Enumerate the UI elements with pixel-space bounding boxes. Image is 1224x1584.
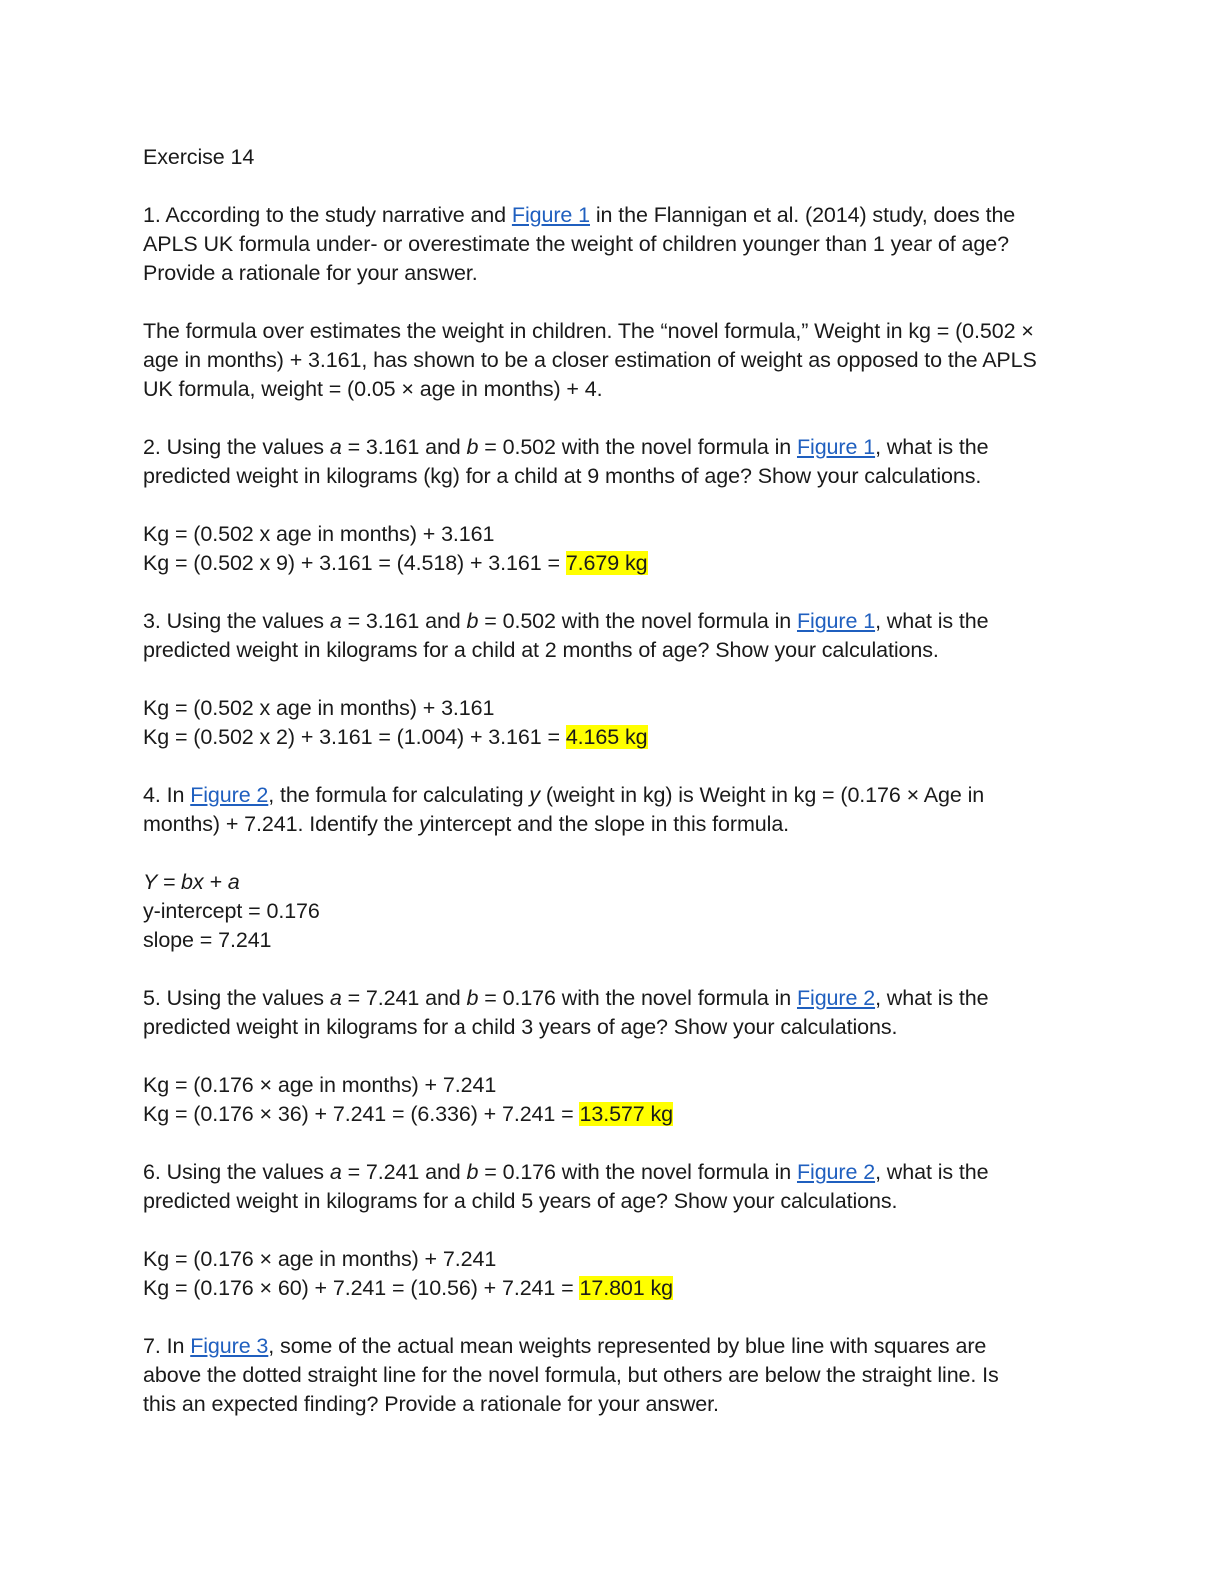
question-7-line-1: 7. In Figure 3, some of the actual mean … xyxy=(143,1334,987,1358)
question-3-line-2: predicted weight in kilograms for a chil… xyxy=(143,638,939,662)
answer-1-line-1: The formula over estimates the weight in… xyxy=(143,319,1034,343)
answer-5-line-2: Kg = (0.176 × 36) + 7.241 = (6.336) + 7.… xyxy=(143,1102,674,1126)
question-1-line-3: Provide a rationale for your answer. xyxy=(143,261,478,285)
answer-4: Y = bx + a y-intercept = 0.176 slope = 7… xyxy=(143,868,1073,955)
question-1-line-1: 1. According to the study narrative and … xyxy=(143,203,1016,227)
document-page: Exercise 14 1. According to the study na… xyxy=(143,143,1073,1448)
exercise-title: Exercise 14 xyxy=(143,145,255,169)
answer-2-result: 7.679 kg xyxy=(565,551,648,575)
figure-2-link[interactable]: Figure 2 xyxy=(796,986,876,1010)
answer-4-formula: Y = bx + a xyxy=(143,870,240,894)
question-1: 1. According to the study narrative and … xyxy=(143,201,1073,288)
answer-6-result: 17.801 kg xyxy=(579,1276,674,1300)
answer-6: Kg = (0.176 × age in months) + 7.241 Kg … xyxy=(143,1245,1073,1303)
answer-6-line-2: Kg = (0.176 × 60) + 7.241 = (10.56) + 7.… xyxy=(143,1276,674,1300)
answer-3-line-2: Kg = (0.502 x 2) + 3.161 = (1.004) + 3.1… xyxy=(143,725,648,749)
question-7: 7. In Figure 3, some of the actual mean … xyxy=(143,1332,1073,1419)
answer-1-line-2: age in months) + 3.161, has shown to be … xyxy=(143,348,1037,372)
answer-2-line-2: Kg = (0.502 x 9) + 3.161 = (4.518) + 3.1… xyxy=(143,551,648,575)
figure-3-link[interactable]: Figure 3 xyxy=(190,1334,269,1358)
question-3-line-1: 3. Using the values a = 3.161 and b = 0.… xyxy=(143,609,989,633)
question-4-line-1: 4. In Figure 2, the formula for calculat… xyxy=(143,783,985,807)
question-1-line-2: APLS UK formula under- or overestimate t… xyxy=(143,232,1009,256)
question-5: 5. Using the values a = 7.241 and b = 0.… xyxy=(143,984,1073,1042)
figure-1-link[interactable]: Figure 1 xyxy=(511,203,590,227)
question-2-line-1: 2. Using the values a = 3.161 and b = 0.… xyxy=(143,435,989,459)
answer-1-line-3: UK formula, weight = (0.05 × age in mont… xyxy=(143,377,603,401)
answer-3: Kg = (0.502 x age in months) + 3.161 Kg … xyxy=(143,694,1073,752)
answer-2: Kg = (0.502 x age in months) + 3.161 Kg … xyxy=(143,520,1073,578)
answer-1: The formula over estimates the weight in… xyxy=(143,317,1073,404)
question-6-line-1: 6. Using the values a = 7.241 and b = 0.… xyxy=(143,1160,989,1184)
question-4-line-2: months) + 7.241. Identify the yintercept… xyxy=(143,812,790,836)
figure-2-link[interactable]: Figure 2 xyxy=(796,1160,876,1184)
question-4: 4. In Figure 2, the formula for calculat… xyxy=(143,781,1073,839)
question-5-line-1: 5. Using the values a = 7.241 and b = 0.… xyxy=(143,986,989,1010)
question-7-line-3: this an expected finding? Provide a rati… xyxy=(143,1392,719,1416)
answer-2-line-1: Kg = (0.502 x age in months) + 3.161 xyxy=(143,522,495,546)
question-3: 3. Using the values a = 3.161 and b = 0.… xyxy=(143,607,1073,665)
figure-1-link[interactable]: Figure 1 xyxy=(796,609,876,633)
answer-4-slope: slope = 7.241 xyxy=(143,928,272,952)
figure-2-link[interactable]: Figure 2 xyxy=(190,783,269,807)
figure-1-link[interactable]: Figure 1 xyxy=(796,435,876,459)
answer-5: Kg = (0.176 × age in months) + 7.241 Kg … xyxy=(143,1071,1073,1129)
answer-6-line-1: Kg = (0.176 × age in months) + 7.241 xyxy=(143,1247,497,1271)
answer-4-intercept: y-intercept = 0.176 xyxy=(143,899,320,923)
answer-5-line-1: Kg = (0.176 × age in months) + 7.241 xyxy=(143,1073,497,1097)
question-5-line-2: predicted weight in kilograms for a chil… xyxy=(143,1015,898,1039)
question-6-line-2: predicted weight in kilograms for a chil… xyxy=(143,1189,898,1213)
answer-3-result: 4.165 kg xyxy=(565,725,648,749)
question-6: 6. Using the values a = 7.241 and b = 0.… xyxy=(143,1158,1073,1216)
question-2: 2. Using the values a = 3.161 and b = 0.… xyxy=(143,433,1073,491)
answer-3-line-1: Kg = (0.502 x age in months) + 3.161 xyxy=(143,696,495,720)
answer-5-result: 13.577 kg xyxy=(579,1102,674,1126)
question-2-line-2: predicted weight in kilograms (kg) for a… xyxy=(143,464,982,488)
question-7-line-2: above the dotted straight line for the n… xyxy=(143,1363,999,1387)
